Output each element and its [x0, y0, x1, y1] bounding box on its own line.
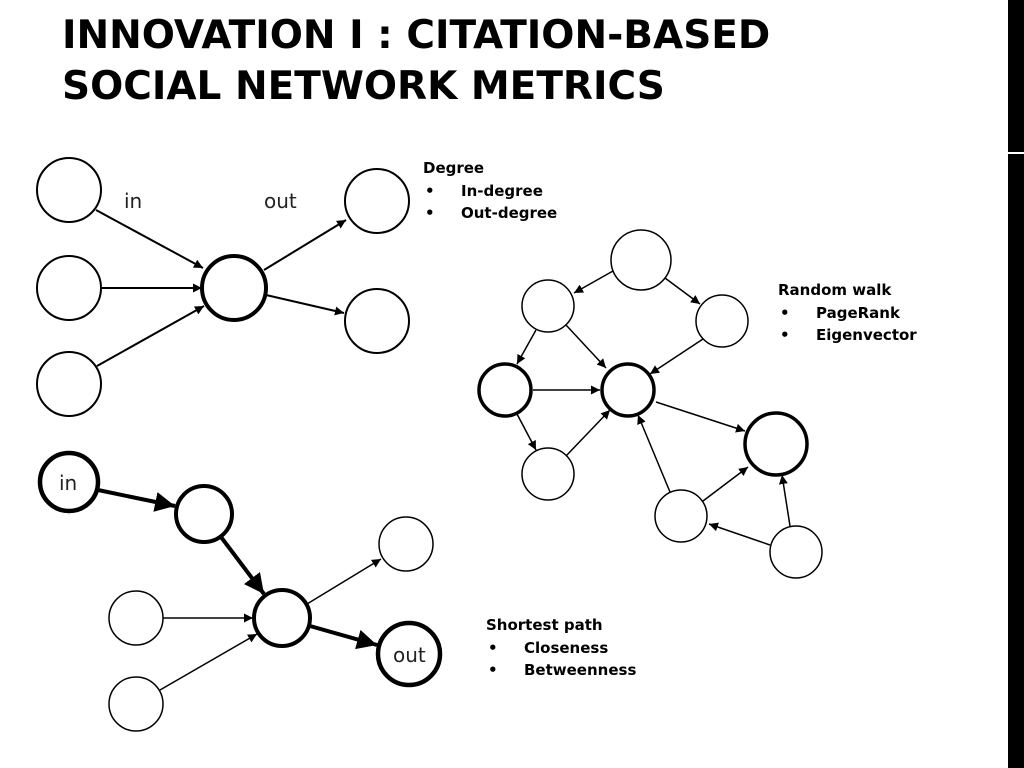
bullet: • [780, 303, 790, 322]
rw-edge [516, 413, 537, 451]
degree-out-label: out [264, 189, 297, 213]
random-walk-list: • PageRank • Eigenvector [778, 302, 917, 347]
rw-edge [708, 522, 771, 546]
rw-edge [664, 277, 701, 305]
list-item: • Out-degree [423, 202, 557, 225]
rw-edge [649, 338, 704, 375]
sp-edge [306, 558, 382, 605]
list-item: • In-degree [423, 180, 557, 203]
degree-target-node [344, 288, 410, 354]
sp-path-node [174, 484, 234, 544]
sp-path-edge [309, 624, 378, 650]
shortest-path-heading: Shortest path [486, 616, 603, 634]
degree-source-node [36, 255, 102, 321]
list-item: • Eigenvector [778, 324, 917, 347]
degree-out-edge [263, 219, 347, 271]
rw-edge [778, 474, 791, 527]
degree-list: • In-degree • Out-degree [423, 180, 557, 225]
shortest-path-network: in out [37, 450, 443, 732]
rw-edge [637, 414, 671, 493]
rw-node [521, 279, 575, 333]
rw-edge [655, 401, 746, 433]
list-item: • Closeness [486, 637, 636, 660]
rw-edge [565, 324, 607, 369]
shortest-path-label-block: Shortest path • Closeness • Betweenness [486, 614, 636, 682]
random-walk-heading: Random walk [778, 281, 892, 299]
degree-heading: Degree [423, 159, 485, 177]
rw-edge [565, 409, 611, 457]
bullet: • [488, 638, 498, 657]
sp-in-label: in [59, 471, 77, 495]
degree-in-edge [95, 209, 204, 269]
shortest-path-list: • Closeness • Betweenness [486, 637, 636, 682]
slide-title-line-2: SOCIAL NETWORK METRICS [62, 64, 665, 109]
sp-center-node [252, 588, 312, 648]
degree-center-node [200, 254, 268, 322]
bullet: • [488, 661, 498, 679]
degree-out-edge [265, 294, 345, 316]
random-walk-network [477, 229, 823, 579]
list-item-text: PageRank [816, 303, 900, 322]
list-item: • Betweenness [486, 659, 636, 682]
rw-center-node [600, 362, 656, 418]
slide-edge-bar [1008, 0, 1024, 768]
network-diagrams: in out [36, 157, 823, 732]
list-item-text: In-degree [461, 181, 543, 200]
rw-node [769, 525, 823, 579]
rw-node [610, 229, 672, 291]
slide-title-line-1: INNOVATION I : CITATION-BASED [62, 13, 771, 58]
rw-node [477, 362, 533, 418]
degree-in-label: in [124, 189, 142, 213]
list-item-text: Out-degree [461, 204, 558, 222]
slide-title: INNOVATION I : CITATION-BASED SOCIAL NET… [62, 10, 962, 112]
degree-target-node [344, 168, 410, 234]
sp-path-edge [219, 535, 266, 596]
sp-node [378, 516, 434, 572]
list-item-text: Eigenvector [816, 326, 917, 344]
degree-network: in out [36, 157, 410, 417]
slide-edge-tick [1008, 152, 1024, 154]
sp-out-node [375, 620, 443, 688]
sp-node [108, 676, 164, 732]
list-item-text: Betweenness [524, 661, 637, 679]
bullet: • [425, 181, 435, 200]
rw-hub-node [743, 411, 809, 477]
degree-source-node [36, 351, 102, 417]
rw-node [654, 489, 708, 543]
sp-in-node [37, 450, 101, 514]
list-item: • PageRank [778, 302, 917, 325]
rw-node [521, 447, 575, 501]
sp-node [108, 590, 164, 646]
degree-in-edge [96, 305, 205, 367]
random-walk-label-block: Random walk • PageRank • Eigenvector [778, 279, 917, 347]
rw-node [695, 294, 749, 348]
degree-source-node [36, 157, 102, 223]
degree-label-block: Degree • In-degree • Out-degree [423, 157, 557, 225]
rw-edge [702, 466, 749, 502]
list-item-text: Closeness [524, 638, 609, 657]
rw-edge [573, 270, 614, 294]
bullet: • [425, 204, 435, 222]
sp-out-label: out [393, 643, 426, 667]
bullet: • [780, 326, 790, 344]
sp-path-edge [97, 488, 176, 512]
rw-edge [516, 329, 537, 365]
sp-edge [159, 633, 258, 691]
